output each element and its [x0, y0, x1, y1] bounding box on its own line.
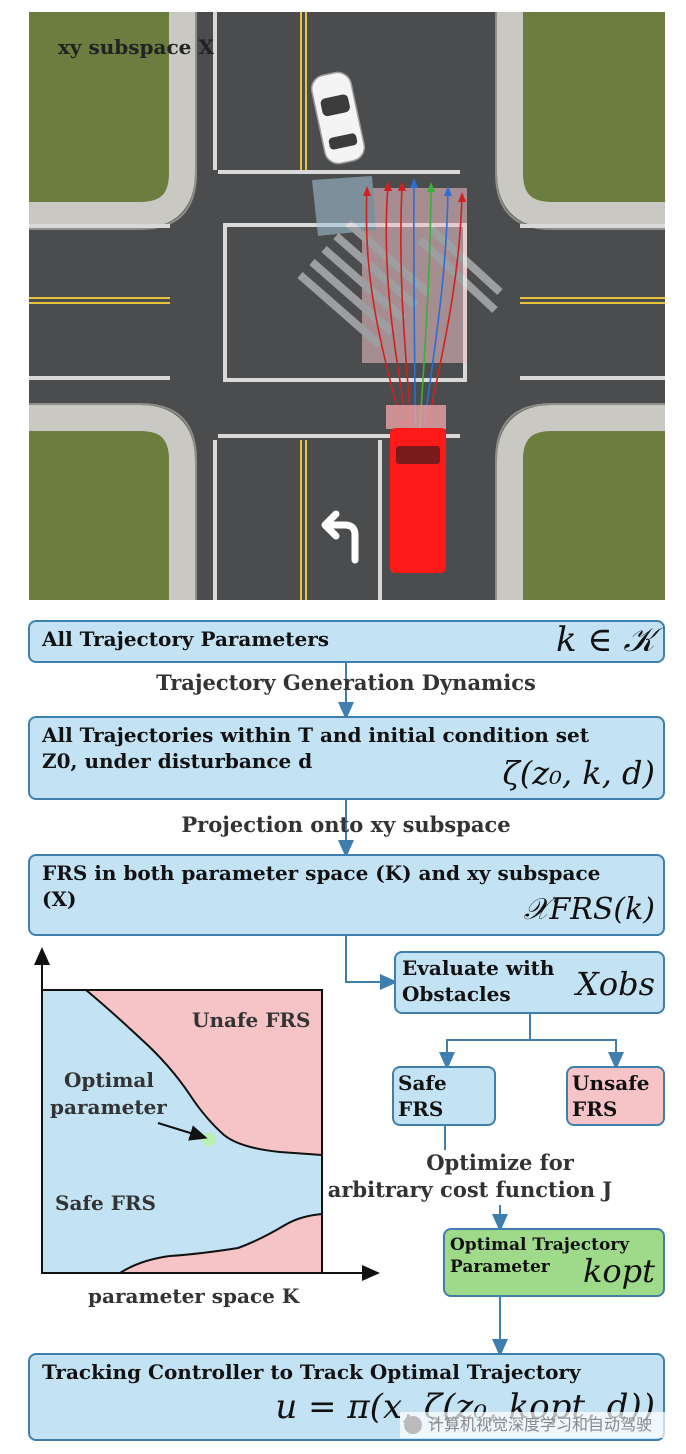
- optimal-label-line2: parameter: [50, 1095, 167, 1119]
- watermark: 计算机视觉深度学习和自动驾驶: [400, 1412, 680, 1438]
- wechat-icon: [404, 1416, 422, 1434]
- watermark-text: 计算机视觉深度学习和自动驾驶: [428, 1415, 652, 1434]
- parameter-space-xlabel: parameter space K: [88, 1284, 300, 1308]
- optimal-label-line1: Optimal: [64, 1068, 154, 1092]
- optimal-parameter-point: [202, 1132, 216, 1146]
- unsafe-frs-label: Unafe FRS: [192, 1008, 311, 1032]
- safe-frs-label: Safe FRS: [55, 1191, 156, 1215]
